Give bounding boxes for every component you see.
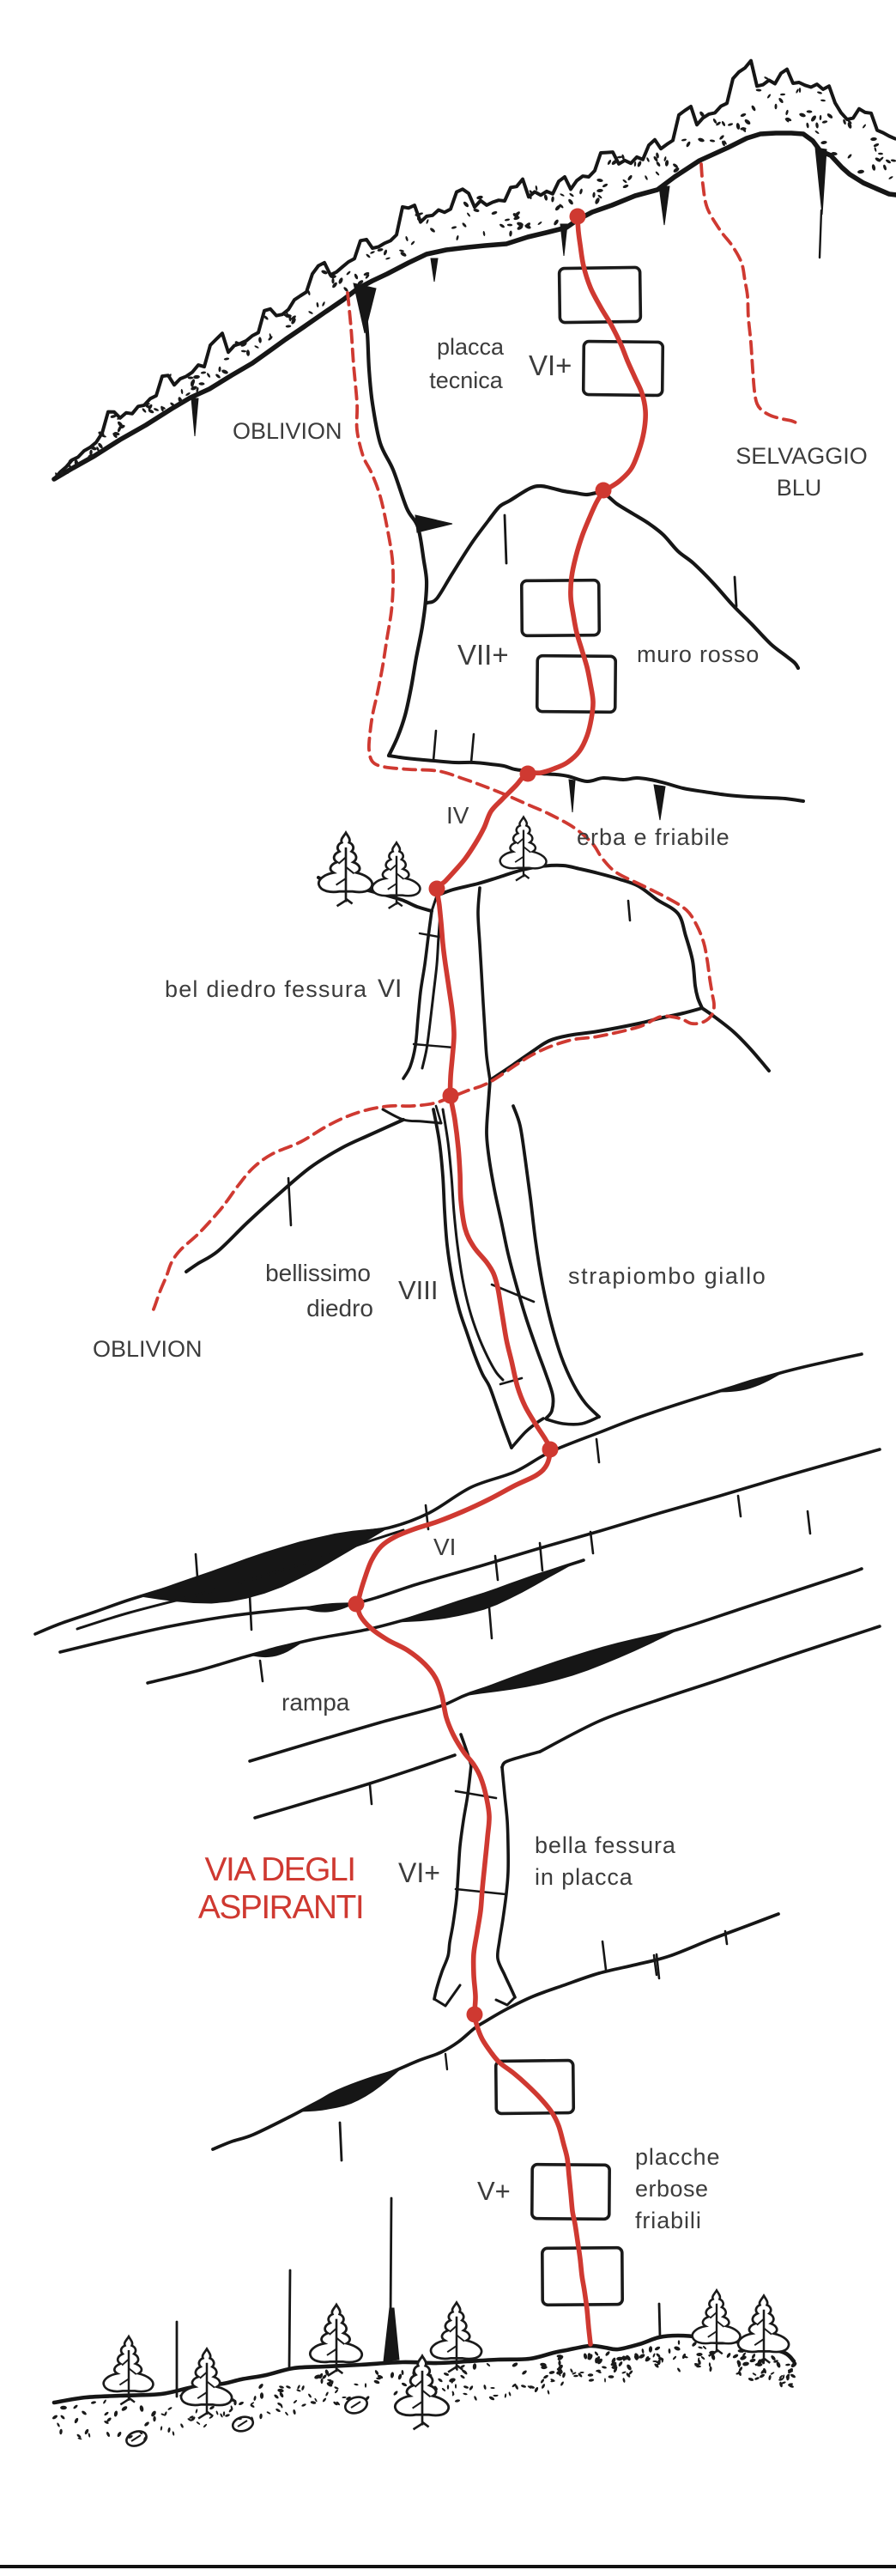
svg-text:bel diedro fessura: bel diedro fessura [165, 976, 367, 1002]
svg-text:in placca: in placca [535, 1864, 633, 1890]
svg-text:BLU: BLU [777, 475, 822, 501]
svg-text:VI+: VI+ [398, 1857, 440, 1888]
svg-text:strapiombo giallo: strapiombo giallo [568, 1263, 766, 1289]
svg-text:VI: VI [378, 975, 402, 1003]
svg-text:erbose: erbose [635, 2176, 709, 2202]
svg-text:VI+: VI+ [529, 349, 572, 381]
svg-text:placca: placca [437, 334, 505, 360]
svg-text:VIA DEGLI: VIA DEGLI [204, 1851, 354, 1888]
svg-text:OBLIVION: OBLIVION [233, 418, 342, 444]
svg-text:VI: VI [433, 1534, 456, 1560]
svg-text:friabili: friabili [635, 2208, 702, 2233]
svg-text:bellissimo: bellissimo [265, 1260, 371, 1286]
svg-text:IV: IV [446, 802, 469, 829]
svg-text:bella fessura: bella fessura [535, 1832, 676, 1858]
svg-text:diedro: diedro [306, 1295, 373, 1321]
svg-text:erba e friabile: erba e friabile [577, 824, 730, 850]
svg-text:tecnica: tecnica [429, 368, 504, 393]
svg-text:rampa: rampa [282, 1689, 350, 1716]
svg-text:VIII: VIII [398, 1275, 439, 1305]
svg-text:OBLIVION: OBLIVION [93, 1336, 203, 1362]
svg-text:ASPIRANTI: ASPIRANTI [198, 1889, 363, 1926]
svg-text:muro rosso: muro rosso [637, 641, 760, 667]
svg-text:VII+: VII+ [457, 639, 509, 671]
svg-text:V+: V+ [477, 2176, 511, 2206]
svg-text:placche: placche [635, 2144, 720, 2170]
svg-text:SELVAGGIO: SELVAGGIO [736, 443, 868, 469]
